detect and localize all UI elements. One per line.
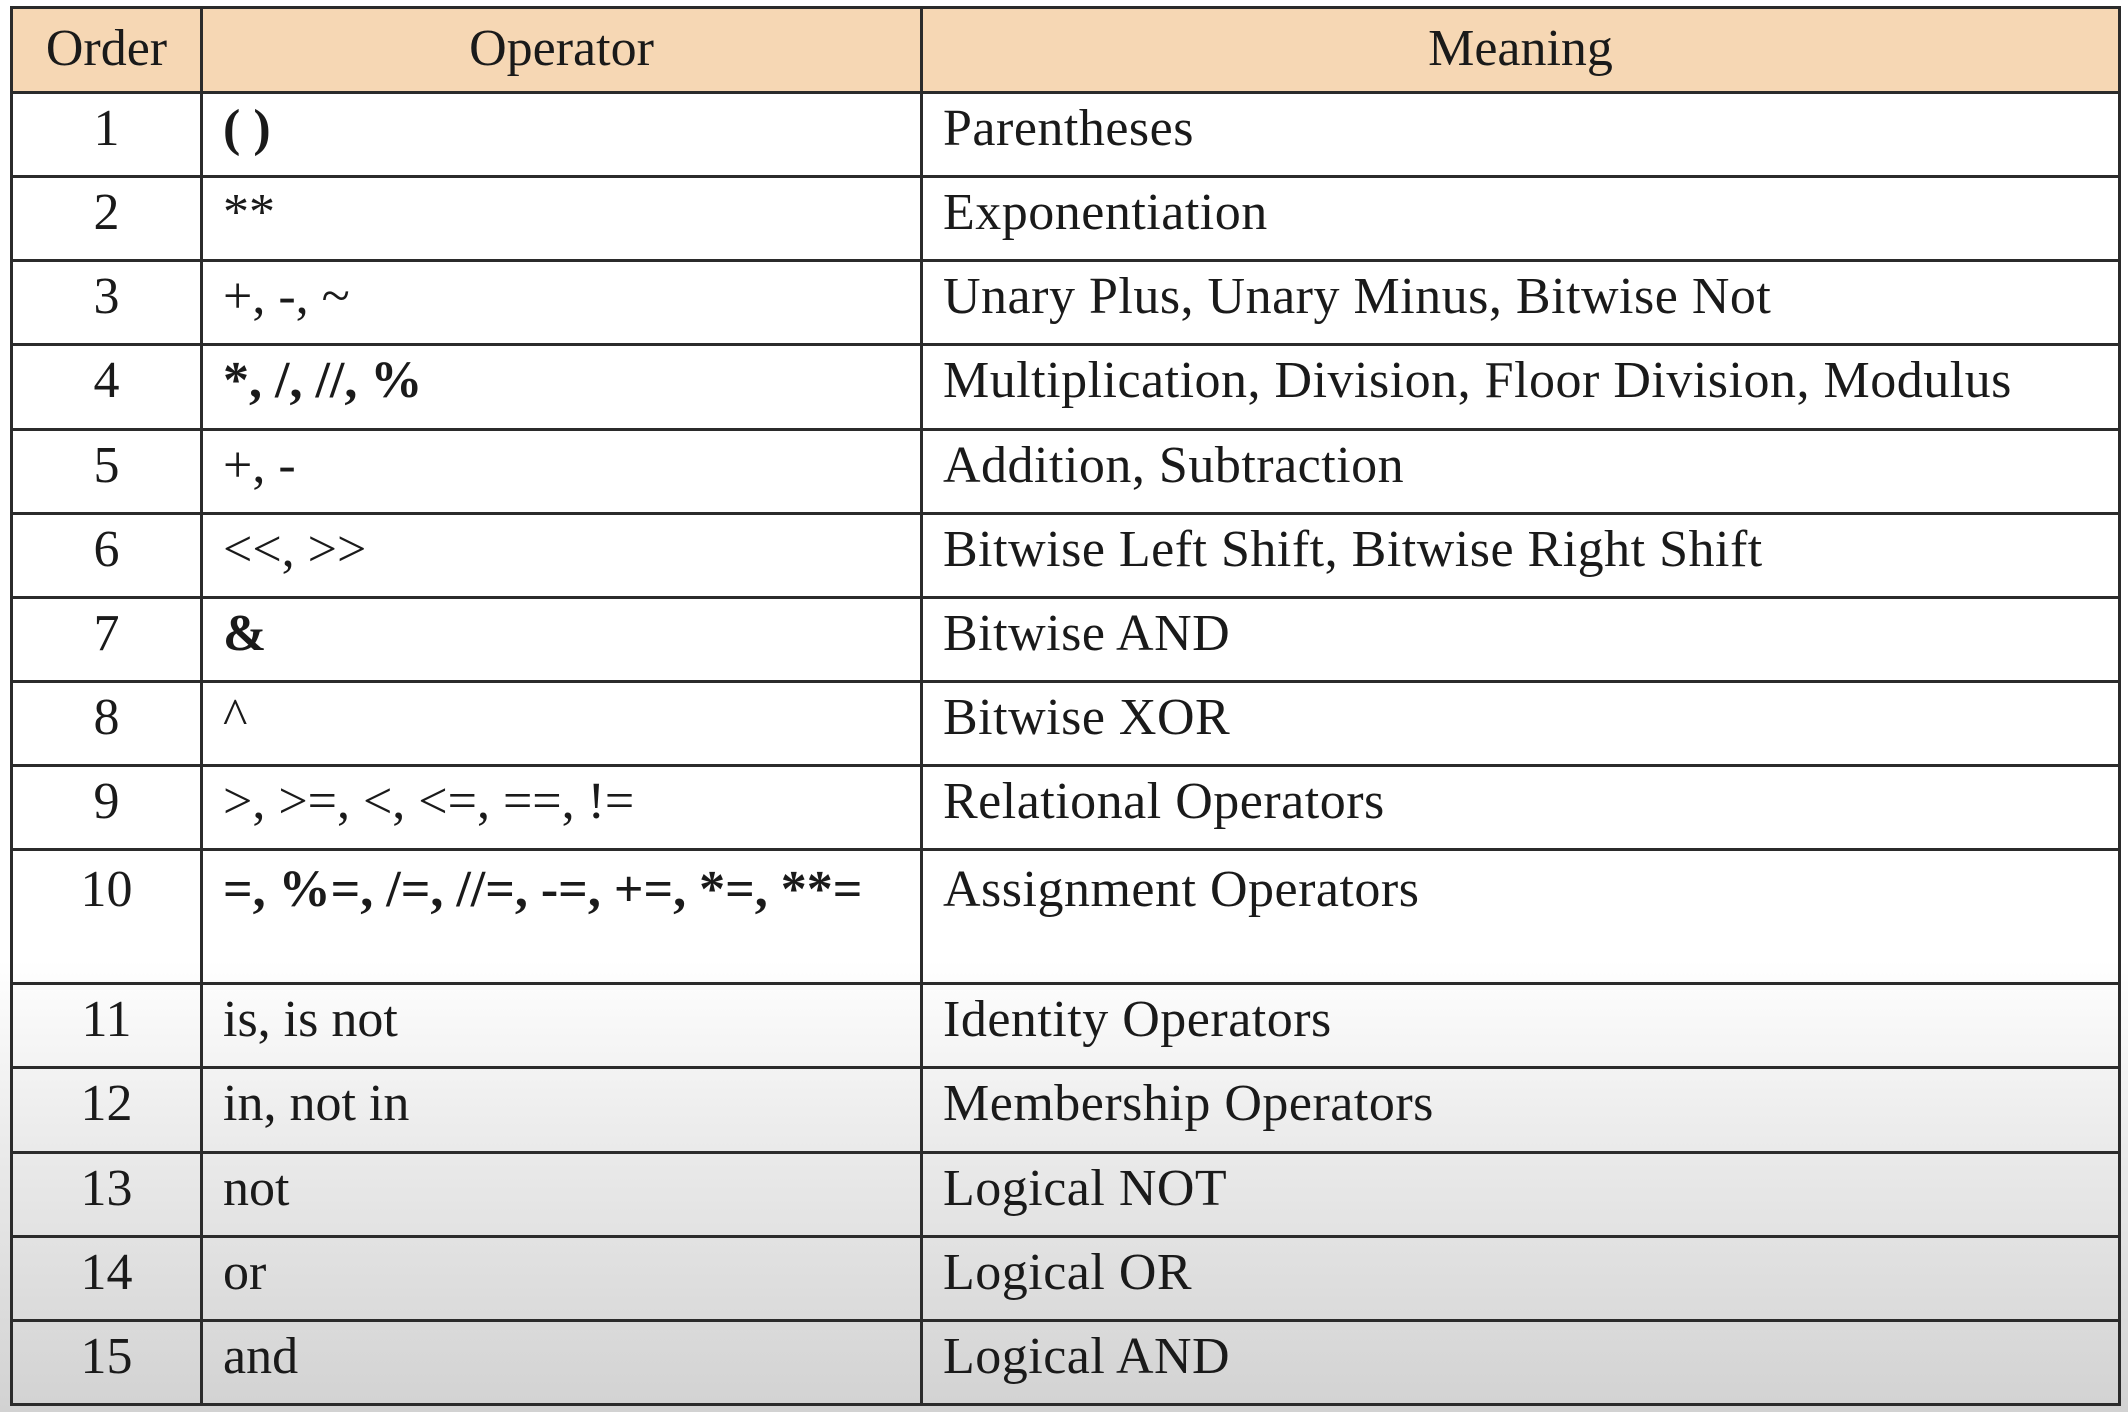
order-cell: 6 (10, 511, 203, 599)
meaning-cell: Bitwise Left Shift, Bitwise Right Shift (920, 511, 2121, 599)
order-cell: 7 (10, 595, 203, 683)
meaning-cell: Exponentiation (920, 175, 2121, 263)
header-operator: Operator (200, 6, 923, 94)
meaning-cell: Unary Plus, Unary Minus, Bitwise Not (920, 259, 2121, 347)
order-cell: 1 (10, 90, 203, 179)
order-cell: 2 (10, 175, 203, 263)
order-cell: 8 (10, 679, 203, 768)
meaning-cell: Assignment Operators (920, 848, 2121, 986)
operator-cell: or (200, 1234, 923, 1322)
header-row: Order Operator Meaning (10, 6, 2121, 94)
order-cell: 11 (10, 982, 203, 1070)
meaning-cell: Membership Operators (920, 1066, 2121, 1154)
operator-cell: not (200, 1150, 923, 1238)
header-meaning: Meaning (920, 6, 2121, 94)
table-row: 9 >, >=, <, <=, ==, != Relational Operat… (10, 763, 2121, 852)
header-order: Order (10, 6, 203, 94)
operator-cell: >, >=, <, <=, ==, != (200, 763, 923, 852)
operator-cell: *, /, //, % (200, 343, 923, 431)
table-row: 13 not Logical NOT (10, 1150, 2121, 1238)
operator-cell: is, is not (200, 982, 923, 1070)
order-cell: 3 (10, 259, 203, 347)
meaning-cell: Bitwise XOR (920, 679, 2121, 768)
meaning-cell: Bitwise AND (920, 595, 2121, 683)
table-row: 11 is, is not Identity Operators (10, 982, 2121, 1070)
table-row: 7 & Bitwise AND (10, 595, 2121, 683)
table-row: 10 =, %=, /=, //=, -=, +=, *=, **= Assig… (10, 848, 2121, 986)
table-header: Order Operator Meaning (10, 6, 2121, 94)
meaning-cell: Multiplication, Division, Floor Division… (920, 343, 2121, 431)
table-row: 4 *, /, //, % Multiplication, Division, … (10, 343, 2121, 431)
meaning-cell: Addition, Subtraction (920, 427, 2121, 515)
table-row: 2 ** Exponentiation (10, 175, 2121, 263)
table-row: 6 <<, >> Bitwise Left Shift, Bitwise Rig… (10, 511, 2121, 599)
operator-cell: ^ (200, 679, 923, 768)
table-row: 5 +, - Addition, Subtraction (10, 427, 2121, 515)
table-row: 1 ( ) Parentheses (10, 90, 2121, 179)
meaning-cell: Identity Operators (920, 982, 2121, 1070)
meaning-cell: Parentheses (920, 90, 2121, 179)
operator-cell: ** (200, 175, 923, 263)
operator-precedence-table: Order Operator Meaning 1 ( ) Parentheses… (10, 6, 2121, 1407)
table-row: 3 +, -, ~ Unary Plus, Unary Minus, Bitwi… (10, 259, 2121, 347)
meaning-cell: Logical AND (920, 1318, 2121, 1407)
meaning-cell: Logical OR (920, 1234, 2121, 1322)
order-cell: 9 (10, 763, 203, 852)
table-row: 12 in, not in Membership Operators (10, 1066, 2121, 1154)
table-row: 15 and Logical AND (10, 1318, 2121, 1407)
order-cell: 5 (10, 427, 203, 515)
operator-cell: in, not in (200, 1066, 923, 1154)
operator-cell: and (200, 1318, 923, 1407)
order-cell: 15 (10, 1318, 203, 1407)
table-body: 1 ( ) Parentheses 2 ** Exponentiation 3 … (10, 90, 2121, 1407)
operator-cell: & (200, 595, 923, 683)
meaning-cell: Relational Operators (920, 763, 2121, 852)
order-cell: 12 (10, 1066, 203, 1154)
operator-cell: +, - (200, 427, 923, 515)
operator-cell: <<, >> (200, 511, 923, 599)
operator-cell: =, %=, /=, //=, -=, +=, *=, **= (200, 848, 923, 986)
order-cell: 4 (10, 343, 203, 431)
operator-cell: +, -, ~ (200, 259, 923, 347)
operator-cell: ( ) (200, 90, 923, 179)
table-row: 14 or Logical OR (10, 1234, 2121, 1322)
meaning-cell: Logical NOT (920, 1150, 2121, 1238)
order-cell: 14 (10, 1234, 203, 1322)
order-cell: 13 (10, 1150, 203, 1238)
table-row: 8 ^ Bitwise XOR (10, 679, 2121, 768)
order-cell: 10 (10, 848, 203, 986)
